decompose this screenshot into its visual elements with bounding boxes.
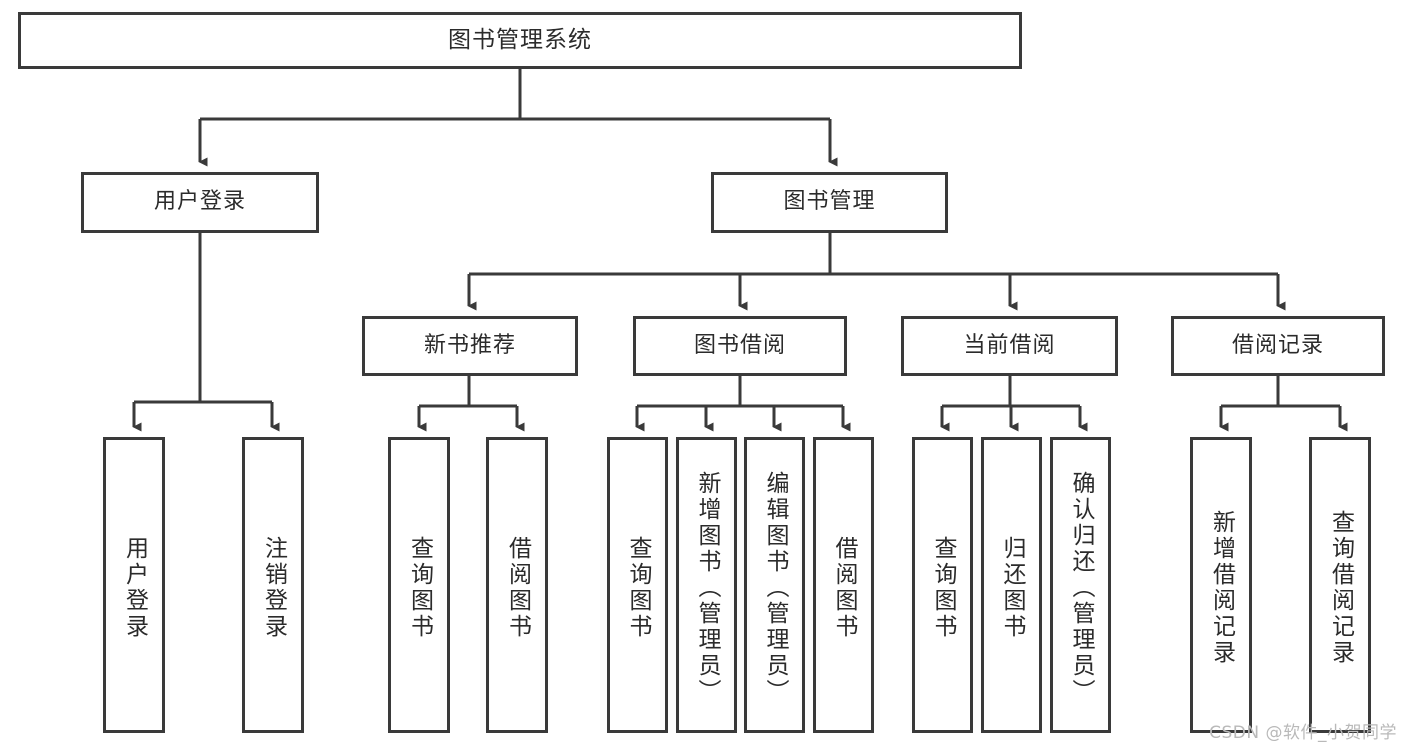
node-label: 查询图书 bbox=[406, 536, 433, 640]
node-label: 用户登录 bbox=[153, 189, 246, 215]
node-label: 图书管理 bbox=[783, 189, 876, 215]
node-book-borrow[interactable]: 图书借阅 bbox=[633, 316, 847, 376]
node-book-manage[interactable]: 图书管理 bbox=[711, 172, 948, 233]
node-leaf-confirm-return-admin[interactable]: 确认归还（管理员） bbox=[1050, 437, 1111, 733]
node-label: 新书推荐 bbox=[423, 332, 516, 358]
node-leaf-query-book-borrow[interactable]: 查询图书 bbox=[607, 437, 668, 733]
node-label: 图书管理系统 bbox=[448, 26, 592, 53]
node-leaf-borrow-book-recommend[interactable]: 借阅图书 bbox=[486, 437, 548, 733]
node-label: 查询图书 bbox=[930, 536, 956, 640]
node-leaf-borrow-book[interactable]: 借阅图书 bbox=[813, 437, 874, 733]
node-label: 归还图书 bbox=[999, 536, 1025, 640]
node-leaf-logout[interactable]: 注销登录 bbox=[242, 437, 304, 733]
node-user-login[interactable]: 用户登录 bbox=[81, 172, 319, 233]
node-label: 编辑图书（管理员） bbox=[762, 471, 788, 705]
node-leaf-edit-book-admin[interactable]: 编辑图书（管理员） bbox=[744, 437, 805, 733]
node-new-book-recommend[interactable]: 新书推荐 bbox=[362, 316, 578, 376]
node-leaf-query-book-recommend[interactable]: 查询图书 bbox=[388, 437, 450, 733]
node-label: 借阅图书 bbox=[831, 536, 857, 640]
node-label: 注销登录 bbox=[260, 536, 287, 640]
node-label: 查询图书 bbox=[625, 536, 651, 640]
node-leaf-return-book[interactable]: 归还图书 bbox=[981, 437, 1042, 733]
node-borrow-record[interactable]: 借阅记录 bbox=[1171, 316, 1385, 376]
node-label: 确认归还（管理员） bbox=[1068, 471, 1094, 705]
node-label: 借阅图书 bbox=[504, 536, 531, 640]
node-label: 当前借阅 bbox=[963, 332, 1056, 358]
node-label: 新增图书（管理员） bbox=[694, 471, 720, 705]
node-leaf-add-book-admin[interactable]: 新增图书（管理员） bbox=[676, 437, 737, 733]
node-label: 用户登录 bbox=[121, 536, 148, 640]
node-label: 查询借阅记录 bbox=[1327, 510, 1354, 666]
watermark-text: CSDN @软件_小贺同学 bbox=[1209, 723, 1397, 743]
node-leaf-user-login[interactable]: 用户登录 bbox=[103, 437, 165, 733]
node-leaf-query-book-current[interactable]: 查询图书 bbox=[912, 437, 973, 733]
node-label: 借阅记录 bbox=[1231, 332, 1324, 358]
node-root-system[interactable]: 图书管理系统 bbox=[18, 12, 1022, 69]
node-current-borrow[interactable]: 当前借阅 bbox=[901, 316, 1118, 376]
node-leaf-add-borrow-record[interactable]: 新增借阅记录 bbox=[1190, 437, 1252, 733]
node-leaf-query-borrow-record[interactable]: 查询借阅记录 bbox=[1309, 437, 1371, 733]
node-label: 新增借阅记录 bbox=[1208, 510, 1235, 666]
node-label: 图书借阅 bbox=[693, 332, 786, 358]
